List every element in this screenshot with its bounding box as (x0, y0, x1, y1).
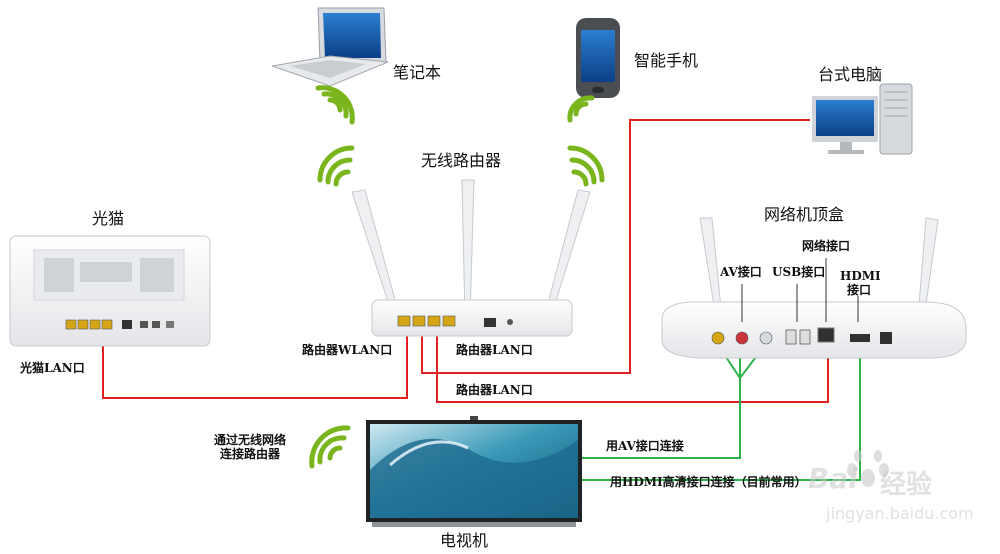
wifi-signal-icon (315, 85, 355, 125)
hdmi-port-label-line1: HDMI (840, 269, 881, 283)
laptop-icon (271, 7, 389, 87)
cable-modem-to-router-wan (102, 330, 408, 399)
optical-modem-icon (9, 235, 211, 347)
wifi-router-label-line2: 连接路由器 (219, 446, 280, 461)
cable-hdmi (582, 345, 861, 481)
av-port-label: AV接口 (720, 265, 762, 279)
television-icon (366, 416, 582, 527)
wireless-router-icon (351, 179, 591, 337)
wifi-signal-icon (567, 145, 605, 187)
ethernet-cables (102, 119, 829, 403)
watermark-brand: Bai (808, 462, 858, 495)
cable-router-to-desktop (421, 119, 810, 374)
laptop-label: 笔记本 (393, 63, 442, 82)
smartphone-icon (576, 18, 620, 98)
baidu-paw-logo (847, 450, 889, 487)
settop-box-label: 网络机顶盒 (764, 205, 845, 224)
modem-lan-label: 光猫LAN口 (20, 361, 85, 375)
usb-port-label: USB接口 (772, 265, 826, 279)
router-lan-label-2: 路由器LAN口 (456, 383, 533, 397)
wifi-router-label: 通过无线网络 连接路由器 (200, 433, 300, 462)
desktop-label: 台式电脑 (818, 65, 883, 84)
wifi-signal-icon (309, 425, 351, 469)
cable-router-to-settop (436, 330, 829, 403)
router-label: 无线路由器 (421, 151, 502, 170)
av-connect-label: 用AV接口连接 (606, 439, 684, 453)
desktop-computer-icon (812, 83, 913, 155)
port-pointers (741, 258, 859, 322)
video-cables (582, 344, 861, 481)
network-port-label: 网络接口 (802, 239, 851, 253)
smartphone-label: 智能手机 (634, 51, 699, 70)
hdmi-connect-label: 用HDMI高清接口连接（目前常用） (610, 475, 807, 489)
settop-box-icon (661, 217, 967, 359)
modem-label: 光猫 (92, 209, 125, 228)
wifi-router-label-line1: 通过无线网络 (213, 433, 286, 447)
router-wan-label: 路由器WLAN口 (302, 343, 393, 357)
watermark-url: jingyan.baidu.com (826, 504, 974, 523)
wifi-signal-icon (317, 145, 355, 187)
tv-label: 电视机 (440, 531, 489, 550)
wifi-signal-icon (567, 95, 595, 123)
watermark-brand-tail: 经验 (880, 470, 933, 500)
hdmi-port-label: HDMI 接口 (840, 269, 881, 298)
hdmi-port-label-line2: 接口 (846, 282, 871, 297)
router-lan-label-1: 路由器LAN口 (456, 343, 533, 357)
